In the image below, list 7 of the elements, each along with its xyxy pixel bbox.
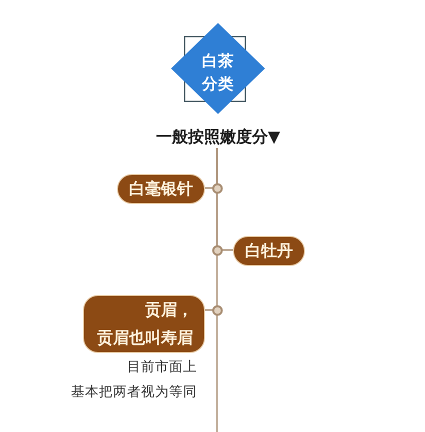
tag-pill: 白毫银针 <box>117 174 205 204</box>
note-text: 目前市面上基本把两者视为等同 <box>71 358 197 402</box>
connector-line <box>205 148 218 311</box>
tag-pill: 白牡丹 <box>233 236 305 266</box>
heading-text: 一般按照嫩度分▼ <box>154 126 282 148</box>
tag-pill: 贡眉，贡眉也叫寿眉 <box>83 295 205 353</box>
category-diamond: 白茶分类 <box>171 23 265 114</box>
